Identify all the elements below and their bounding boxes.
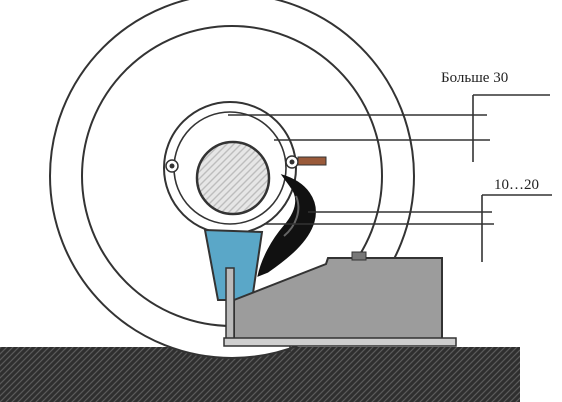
label-lower-dimension: 10…20 [494, 177, 539, 193]
rest-post [225, 267, 235, 345]
guard-piece [257, 174, 316, 277]
guard-highlight [283, 195, 300, 237]
base-knob [351, 251, 367, 261]
label-upper-dimension: Больше 30 [441, 70, 508, 86]
right-bolt [285, 155, 299, 169]
bolt-tab [297, 156, 327, 166]
shaft [195, 140, 271, 216]
left-bolt [165, 159, 179, 173]
base-plate [223, 337, 457, 347]
